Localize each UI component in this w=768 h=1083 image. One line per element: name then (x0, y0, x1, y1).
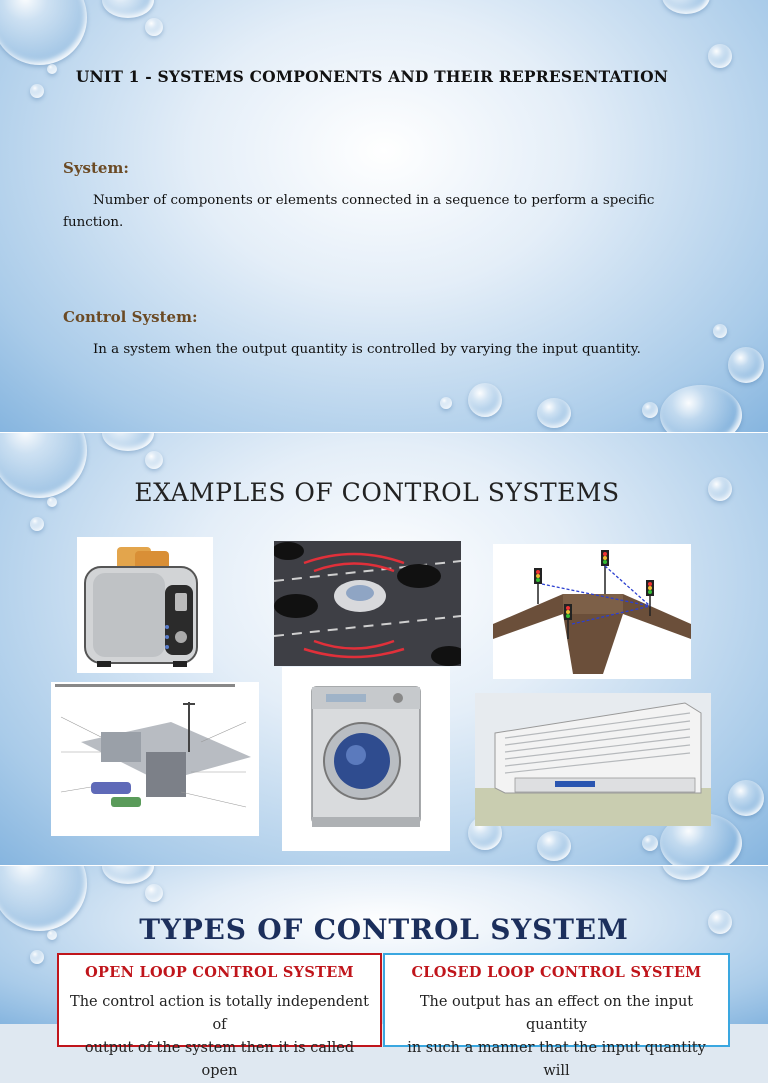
open-loop-title: OPEN LOOP CONTROL SYSTEM (85, 964, 354, 981)
water-drop-icon (662, 866, 710, 880)
water-drop-icon (145, 18, 163, 36)
water-drop-icon (102, 433, 154, 451)
water-drop-icon (642, 402, 658, 418)
water-drop-icon (468, 383, 502, 417)
washing-machine-image (282, 667, 450, 851)
water-drop-icon (145, 451, 163, 469)
closed-loop-card: CLOSED LOOP CONTROL SYSTEM The output ha… (383, 953, 730, 1079)
water-drop-icon (47, 930, 57, 940)
water-drop-icon (728, 780, 764, 816)
slide-title: UNIT 1 - SYSTEMS COMPONENTS AND THEIR RE… (75, 67, 669, 86)
water-drop-icon (30, 84, 44, 98)
water-drop-icon (30, 517, 44, 531)
water-drop-icon (102, 0, 154, 18)
open-loop-text-line2: output of the system then it is called o… (84, 1040, 355, 1079)
system-definition-line1: Number of components or elements connect… (93, 193, 655, 208)
water-drop-icon (662, 0, 710, 14)
slide-divider (0, 432, 768, 433)
closed-loop-text-line1: The output has an effect on the input qu… (419, 994, 694, 1033)
types-title: TYPES OF CONTROL SYSTEM (139, 913, 629, 946)
closed-loop-title: CLOSED LOOP CONTROL SYSTEM (411, 964, 702, 981)
water-drop-icon (0, 0, 87, 65)
water-drop-icon (708, 910, 732, 934)
examples-title: EXAMPLES OF CONTROL SYSTEMS (134, 478, 620, 507)
toaster-image (77, 537, 213, 673)
water-drop-icon (537, 398, 571, 428)
water-drop-icon (660, 385, 742, 432)
water-drop-icon (47, 64, 57, 74)
water-drop-icon (102, 866, 154, 884)
water-drop-icon (708, 44, 732, 68)
traffic-lights-image (493, 544, 691, 679)
control-system-definition: In a system when the output quantity is … (93, 342, 641, 357)
power-plant-diagram-image (51, 682, 259, 836)
control-system-label: Control System: (63, 308, 198, 326)
slide-definitions: UNIT 1 - SYSTEMS COMPONENTS AND THEIR RE… (0, 0, 768, 432)
car-sensors-image (274, 541, 461, 666)
system-definition-line2: function. (63, 215, 124, 230)
water-drop-icon (30, 950, 44, 964)
open-loop-text-line1: The control action is totally independen… (70, 994, 369, 1033)
water-drop-icon (713, 324, 727, 338)
water-drop-icon (728, 347, 764, 383)
water-drop-icon (440, 397, 452, 409)
closed-loop-text-line2: in such a manner that the input quantity… (407, 1040, 706, 1079)
slide-divider (0, 865, 768, 866)
water-drop-icon (708, 477, 732, 501)
system-label: System: (63, 159, 129, 177)
water-drop-icon (145, 884, 163, 902)
water-drop-icon (642, 835, 658, 851)
water-drop-icon (47, 497, 57, 507)
water-drop-icon (537, 831, 571, 861)
air-conditioner-image (475, 693, 711, 826)
open-loop-card: OPEN LOOP CONTROL SYSTEM The control act… (57, 953, 382, 1079)
